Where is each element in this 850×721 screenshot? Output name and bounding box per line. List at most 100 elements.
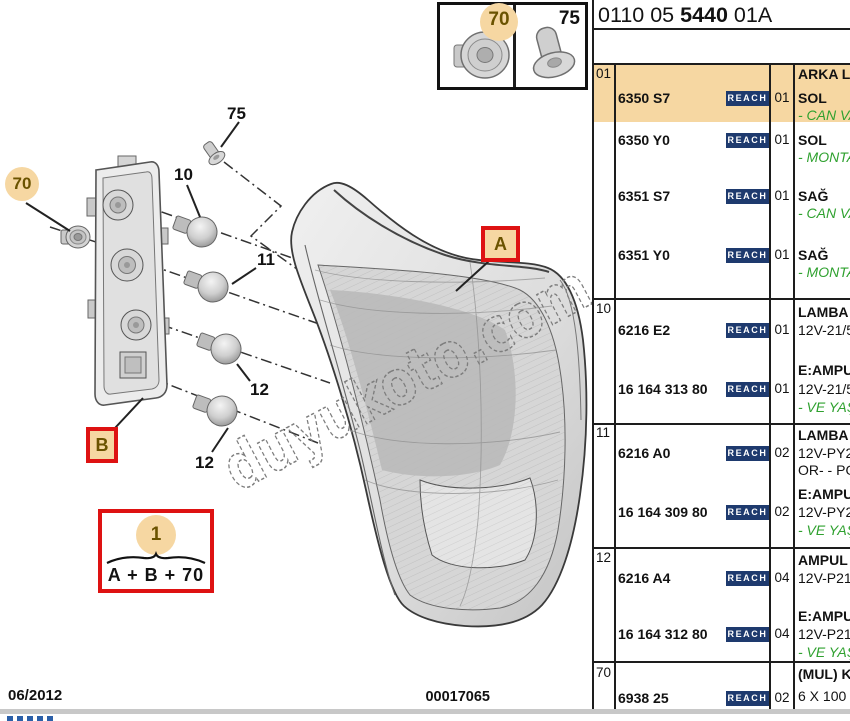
tail-lamp-exploded-diagram: duyukoto.com — [25, 121, 593, 628]
part-number[interactable]: 6216 E2 — [618, 322, 671, 338]
part-number[interactable]: 6351 S7 — [618, 188, 671, 204]
document-code-main: 5440 — [680, 3, 728, 27]
desc-line: 12V-21/5 — [798, 322, 850, 338]
grommet-70 — [60, 225, 91, 249]
desc-line: SOL — [798, 132, 827, 148]
selected-row-highlight — [593, 64, 850, 122]
quantity: 04 — [774, 570, 790, 585]
callout-11: 11 — [257, 250, 275, 269]
legend-box: 1 A + B + 70 — [98, 509, 214, 593]
desc-line: ARKA LA — [798, 66, 850, 82]
group-divider-70 — [592, 661, 850, 663]
rivet-icon — [532, 26, 576, 79]
part-number[interactable]: 6938 25 — [618, 690, 669, 706]
legend-formula: A + B + 70 — [107, 565, 205, 585]
reach-badge[interactable]: REACH — [726, 691, 769, 706]
group-ref-12: 12 — [596, 550, 612, 565]
desc-line: E:AMPUL — [798, 486, 850, 502]
quantity: 01 — [774, 381, 790, 396]
quantity: 04 — [774, 626, 790, 641]
col-divider-qty — [769, 63, 771, 709]
desc-line: 12V-21/5 — [798, 381, 850, 397]
col-divider-ref — [614, 63, 616, 709]
group-divider-12 — [592, 547, 850, 549]
table-top-border — [592, 63, 850, 65]
part-number[interactable]: 16 164 312 80 — [618, 626, 708, 642]
part-number[interactable]: 6351 Y0 — [618, 247, 670, 263]
desc-line: SOL — [798, 90, 827, 106]
bulb-12a — [196, 332, 242, 365]
inset-divider — [513, 5, 516, 87]
part-number[interactable]: 6350 S7 — [618, 90, 671, 106]
reach-badge[interactable]: REACH — [726, 323, 769, 338]
legend-circle — [136, 515, 176, 555]
quantity: 01 — [774, 132, 790, 147]
callout-12b: 12 — [195, 453, 214, 472]
desc-line: 12V-PY2 — [798, 445, 850, 461]
desc-line: SAĞ — [798, 247, 829, 263]
leader-lines — [25, 121, 490, 453]
document-code-suffix: 01A — [727, 3, 773, 27]
table-left-border — [592, 0, 594, 709]
reach-badge[interactable]: REACH — [726, 627, 769, 642]
reach-badge[interactable]: REACH — [726, 446, 769, 461]
quantity: 02 — [774, 690, 790, 705]
grommet-icon — [453, 31, 510, 79]
desc-line: 12V-PY2 — [798, 504, 850, 520]
desc-note: - VE YAŞ — [798, 522, 850, 538]
clipped-text-fragment — [7, 716, 53, 721]
desc-note: - MONTA — [798, 264, 850, 280]
desc-line: E:AMPUL — [798, 608, 850, 624]
group-divider-10 — [592, 298, 850, 300]
desc-line: (MUL) KE — [798, 666, 850, 682]
group-ref-11: 11 — [596, 425, 611, 440]
tail-lamp-body — [290, 181, 588, 628]
part-number[interactable]: 6350 Y0 — [618, 132, 670, 148]
callout-70-circle — [5, 167, 39, 201]
inset-item-70: 70 — [488, 9, 510, 30]
desc-line: LAMBA — [798, 427, 849, 443]
reach-badge[interactable]: REACH — [726, 248, 769, 263]
fastener-drawings — [453, 26, 576, 79]
quantity: 02 — [774, 504, 790, 519]
desc-note: - MONTA — [798, 149, 850, 165]
desc-line: OR- - PO — [798, 462, 850, 478]
header-underline — [592, 28, 850, 30]
callout-12a: 12 — [250, 380, 269, 399]
group-divider-11 — [592, 423, 850, 425]
quantity: 01 — [774, 90, 790, 105]
reach-badge[interactable]: REACH — [726, 133, 769, 148]
inset-item-75: 75 — [558, 8, 580, 29]
reach-badge[interactable]: REACH — [726, 189, 769, 204]
callout-75: 75 — [227, 104, 246, 123]
part-number[interactable]: 6216 A4 — [618, 570, 671, 586]
reach-badge[interactable]: REACH — [726, 505, 769, 520]
bottom-divider-bar — [0, 709, 850, 714]
label-box-a: A — [481, 226, 520, 262]
reach-badge[interactable]: REACH — [726, 382, 769, 397]
group-ref-10: 10 — [596, 301, 612, 316]
desc-note: - VE YAŞ — [798, 399, 850, 415]
document-code: 0110 05 5440 01A — [598, 3, 772, 28]
quantity: 01 — [774, 188, 790, 203]
callout-10: 10 — [174, 165, 193, 184]
reach-badge[interactable]: REACH — [726, 571, 769, 586]
bulb-holder-panel — [86, 155, 170, 406]
quantity: 01 — [774, 247, 790, 262]
part-number[interactable]: 16 164 309 80 — [618, 504, 708, 520]
screw-75 — [203, 141, 226, 166]
brace-icon — [106, 551, 206, 564]
part-number[interactable]: 16 164 313 80 — [618, 381, 708, 397]
part-number[interactable]: 6216 A0 — [618, 445, 671, 461]
desc-line: E:AMPUL — [798, 362, 850, 378]
callout-70: 70 — [12, 174, 32, 193]
reach-badge[interactable]: REACH — [726, 91, 769, 106]
document-code-prefix: 0110 05 — [598, 3, 681, 27]
inset-70-circle — [480, 3, 518, 41]
desc-note: - CAN VA — [798, 107, 850, 123]
desc-line: SAĞ — [798, 188, 829, 204]
bulb-11 — [183, 270, 229, 303]
bulb-12b — [192, 394, 238, 427]
legend-number: 1 — [150, 524, 162, 545]
